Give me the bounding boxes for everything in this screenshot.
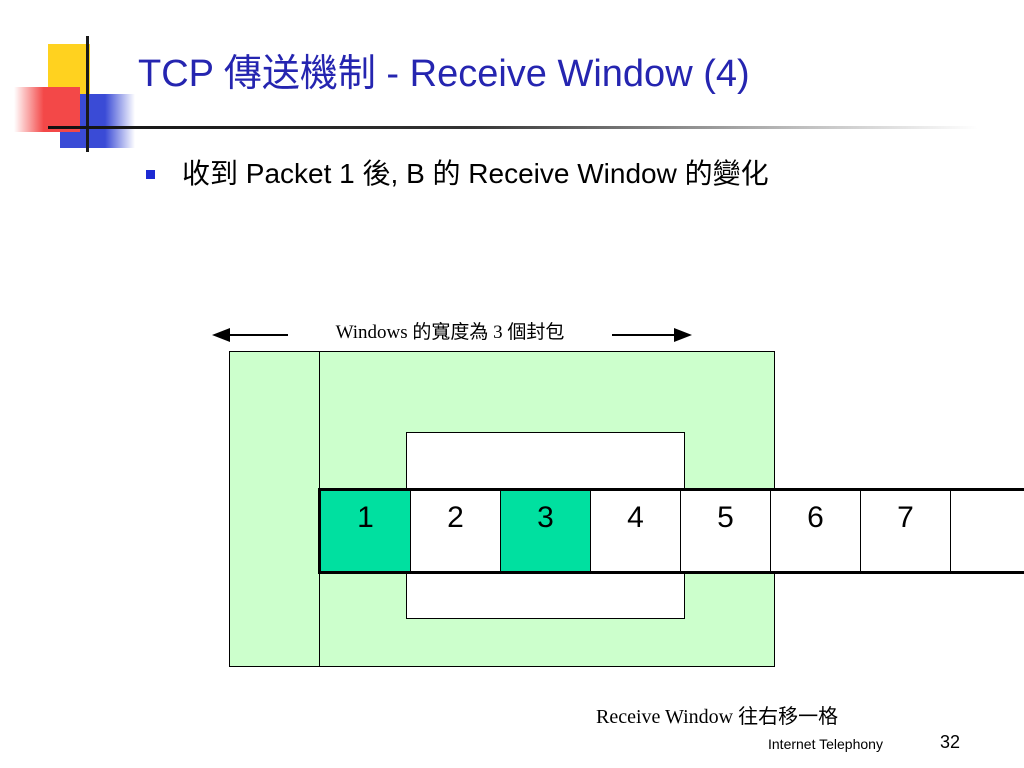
consumed-window-strip [229, 351, 320, 667]
arrow-right-line [612, 334, 676, 336]
packet-cell: 3 [501, 491, 591, 571]
bullet-text: 收到 Packet 1 後, B 的 Receive Window 的變化 [182, 158, 769, 189]
window-frame-bottom [406, 570, 685, 619]
packet-cell: 2 [411, 491, 501, 571]
packet-cell: 4 [591, 491, 681, 571]
window-frame-top [406, 432, 685, 492]
arrow-left-line [228, 334, 290, 336]
bullet-icon [146, 170, 155, 179]
logo-vertical-line [86, 36, 89, 152]
title-underline [48, 126, 978, 129]
packet-cell: 6 [771, 491, 861, 571]
window-width-label: Windows 的寬度為 3 個封包 [288, 319, 612, 347]
logo-red-square [14, 87, 80, 132]
packet-cell: 1 [321, 491, 411, 571]
packet-cell [951, 491, 1021, 571]
page-number: 32 [940, 732, 961, 752]
packet-cell: 5 [681, 491, 771, 571]
logo-yellow-square [48, 44, 90, 94]
footer-text: Internet Telephony [768, 736, 883, 752]
packet-cell: 7 [861, 491, 951, 571]
slide-title: TCP 傳送機制 - Receive Window (4) [138, 53, 750, 95]
diagram-caption: Receive Window 往右移一格 [596, 706, 839, 728]
arrow-left-icon [212, 328, 230, 342]
arrow-right-icon [674, 328, 692, 342]
